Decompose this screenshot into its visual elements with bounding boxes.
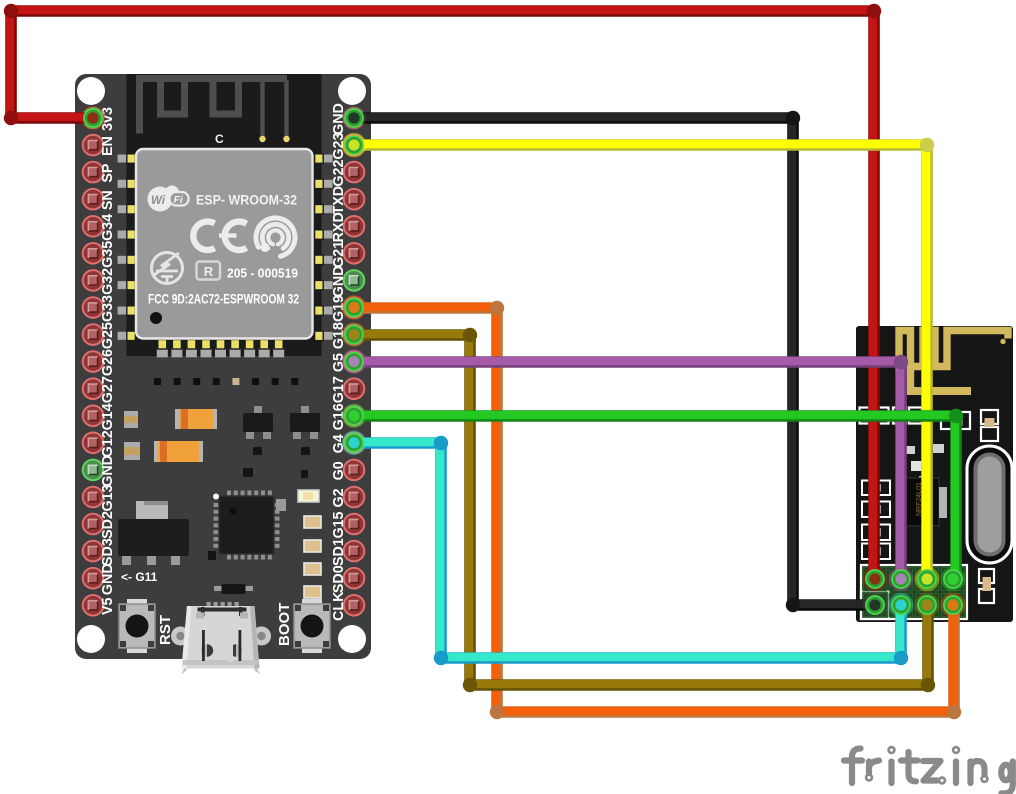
svg-text:G34: G34 bbox=[100, 214, 116, 241]
svg-text:G25: G25 bbox=[100, 322, 116, 349]
svg-text:TXD: TXD bbox=[331, 186, 347, 215]
svg-text:GND: GND bbox=[331, 266, 347, 298]
svg-text:G17: G17 bbox=[331, 376, 347, 403]
svg-text:SD2: SD2 bbox=[100, 511, 116, 539]
svg-text:<- G11: <- G11 bbox=[121, 570, 158, 584]
svg-text:C: C bbox=[215, 132, 224, 146]
svg-text:G4: G4 bbox=[331, 434, 347, 453]
svg-text:G2: G2 bbox=[331, 488, 347, 507]
svg-text:G0: G0 bbox=[331, 461, 347, 480]
svg-text:ESP- WROOM-32: ESP- WROOM-32 bbox=[196, 193, 297, 208]
svg-text:G35: G35 bbox=[100, 241, 116, 268]
svg-text:CLK: CLK bbox=[331, 591, 347, 621]
svg-text:G21: G21 bbox=[331, 241, 347, 268]
svg-text:Wi: Wi bbox=[151, 195, 166, 207]
svg-text:G12: G12 bbox=[100, 430, 116, 457]
svg-text:RXD: RXD bbox=[331, 212, 347, 242]
svg-text:GND: GND bbox=[100, 563, 116, 595]
svg-text:Fi: Fi bbox=[174, 194, 184, 206]
svg-text:SD1: SD1 bbox=[331, 538, 347, 566]
svg-text:SD0: SD0 bbox=[331, 565, 347, 593]
svg-text:SN: SN bbox=[100, 190, 116, 210]
svg-text:G26: G26 bbox=[100, 349, 116, 376]
svg-text:FCC 9D:2AC72-ESPWROOM 32: FCC 9D:2AC72-ESPWROOM 32 bbox=[148, 292, 299, 307]
svg-text:G15: G15 bbox=[331, 511, 347, 538]
svg-text:GND: GND bbox=[100, 455, 116, 487]
svg-text:G32: G32 bbox=[100, 268, 116, 295]
svg-text:RST: RST bbox=[157, 615, 174, 645]
svg-text:SD3: SD3 bbox=[100, 538, 116, 566]
svg-text:NRF24L01: NRF24L01 bbox=[916, 482, 923, 516]
svg-text:G5: G5 bbox=[331, 353, 347, 372]
svg-text:G27: G27 bbox=[100, 376, 116, 403]
svg-text:G13: G13 bbox=[100, 484, 116, 511]
svg-text:R: R bbox=[204, 264, 214, 279]
svg-text:G23: G23 bbox=[331, 133, 347, 160]
svg-text:G18: G18 bbox=[331, 322, 347, 349]
svg-text:G16: G16 bbox=[331, 403, 347, 430]
svg-text:G22: G22 bbox=[331, 160, 347, 187]
svg-text:EN: EN bbox=[100, 136, 116, 156]
svg-text:205 - 000519: 205 - 000519 bbox=[227, 267, 298, 281]
svg-text:G33: G33 bbox=[100, 295, 116, 322]
svg-text:BOOT: BOOT bbox=[276, 603, 293, 646]
svg-text:SP: SP bbox=[100, 163, 116, 183]
svg-text:3v3: 3v3 bbox=[100, 107, 116, 131]
svg-text:G14: G14 bbox=[100, 403, 116, 430]
svg-text:V5: V5 bbox=[100, 598, 116, 616]
svg-text:GND: GND bbox=[331, 103, 347, 135]
svg-text:G19: G19 bbox=[331, 295, 347, 322]
